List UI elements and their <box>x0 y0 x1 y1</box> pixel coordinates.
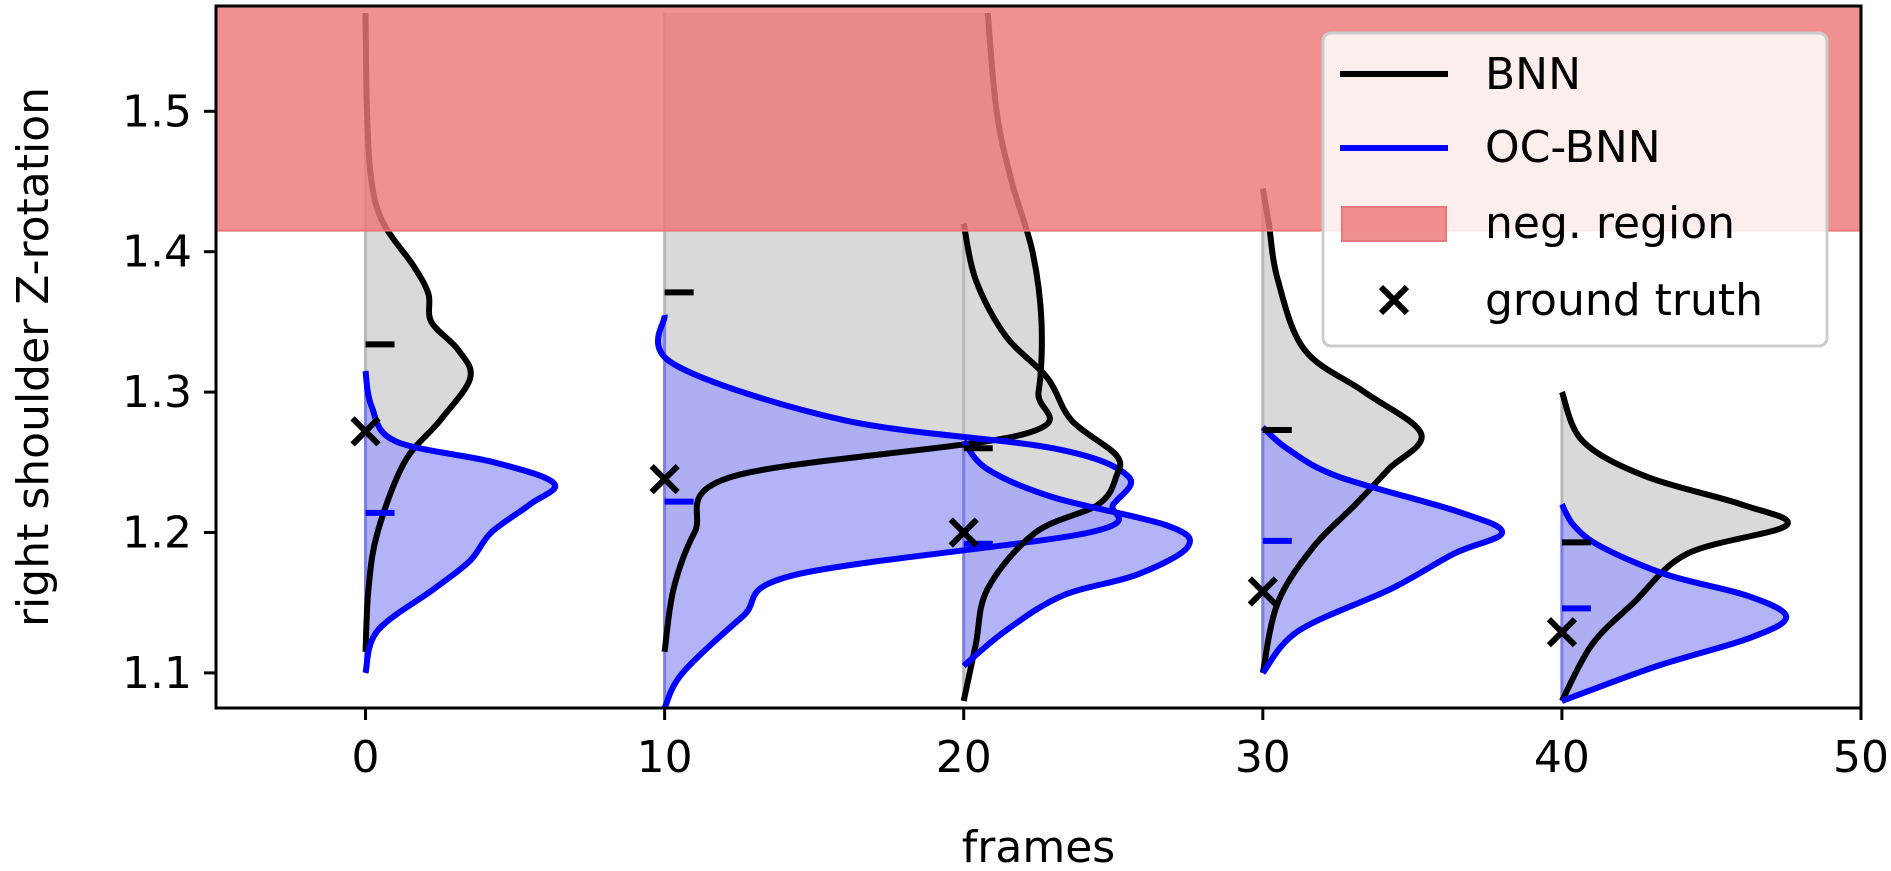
ocbnn-density-curve-frame-0 <box>362 370 559 674</box>
x-axis-title: frames <box>962 822 1115 871</box>
ocbnn-density-fill-frame-30 <box>1262 427 1503 673</box>
y-tick-label-1.5: 1.5 <box>122 86 192 137</box>
ocbnn-density-curve-frame-10 <box>655 314 1134 708</box>
x-tick-label-20: 20 <box>936 732 992 783</box>
ocbnn-density-fill-frame-20 <box>963 441 1190 666</box>
legend-gt-swatch <box>1378 284 1410 316</box>
legend-neg-swatch <box>1341 206 1447 242</box>
y-tick-label-1.3: 1.3 <box>122 367 192 418</box>
y-tick-label-1.1: 1.1 <box>122 648 192 699</box>
bnn-density-curve-frame-40 <box>1559 390 1791 703</box>
legend-label-ocbnn: OC-BNN <box>1485 122 1661 173</box>
x-tick-label-50: 50 <box>1833 732 1889 783</box>
legend-label-bnn: BNN <box>1485 49 1581 100</box>
bnn-density-curve-frame-20 <box>960 222 1124 702</box>
axes: 0 10 20 30 40 50 1.1 1.2 1.3 1.4 1.5 frames right sh… <box>8 4 1889 871</box>
x-tick-label-10: 10 <box>637 732 693 783</box>
legend-box <box>1321 31 1829 348</box>
ground-truth-marker-frame-30 <box>1247 576 1278 607</box>
x-tick-label-30: 30 <box>1235 732 1291 783</box>
legend-label-gt: ground truth <box>1485 275 1763 326</box>
legend-label-neg: neg. region <box>1485 198 1735 249</box>
ground-truth-marker-frame-10 <box>649 464 680 495</box>
bnn-density-fill-frame-0 <box>365 13 471 652</box>
plot-area <box>216 6 1861 708</box>
bnn-density-fill-frame-20 <box>963 223 1121 701</box>
bnn-density-curve-frame-30 <box>1259 187 1425 674</box>
x-tick-label-40: 40 <box>1534 732 1590 783</box>
bnn-density-fill-frame-40 <box>1561 392 1788 701</box>
ocbnn-density-fill-frame-0 <box>365 371 556 673</box>
axes-frame <box>214 4 1863 710</box>
ocbnn-density-curve-frame-30 <box>1260 424 1506 675</box>
ocbnn-density-fill-frame-10 <box>657 314 1132 708</box>
y-axis-title: right shoulder Z-rotation <box>8 87 59 627</box>
x-tick-label-0: 0 <box>352 732 380 783</box>
ground-truth-marker-frame-20 <box>948 517 979 548</box>
ocbnn-density-fill-frame-40 <box>1561 504 1787 701</box>
ground-truth-marker-frame-0 <box>350 416 381 447</box>
y-tick-label-1.2: 1.2 <box>122 508 192 559</box>
ground-truth-marker-frame-40 <box>1546 617 1578 648</box>
ocbnn-density-curve-frame-20 <box>961 439 1193 669</box>
legend: BNN OC-BNN neg. region ground truth <box>1321 31 1829 348</box>
y-tick-label-1.4: 1.4 <box>122 227 192 278</box>
ocbnn-density-curve-frame-40 <box>1559 502 1790 704</box>
